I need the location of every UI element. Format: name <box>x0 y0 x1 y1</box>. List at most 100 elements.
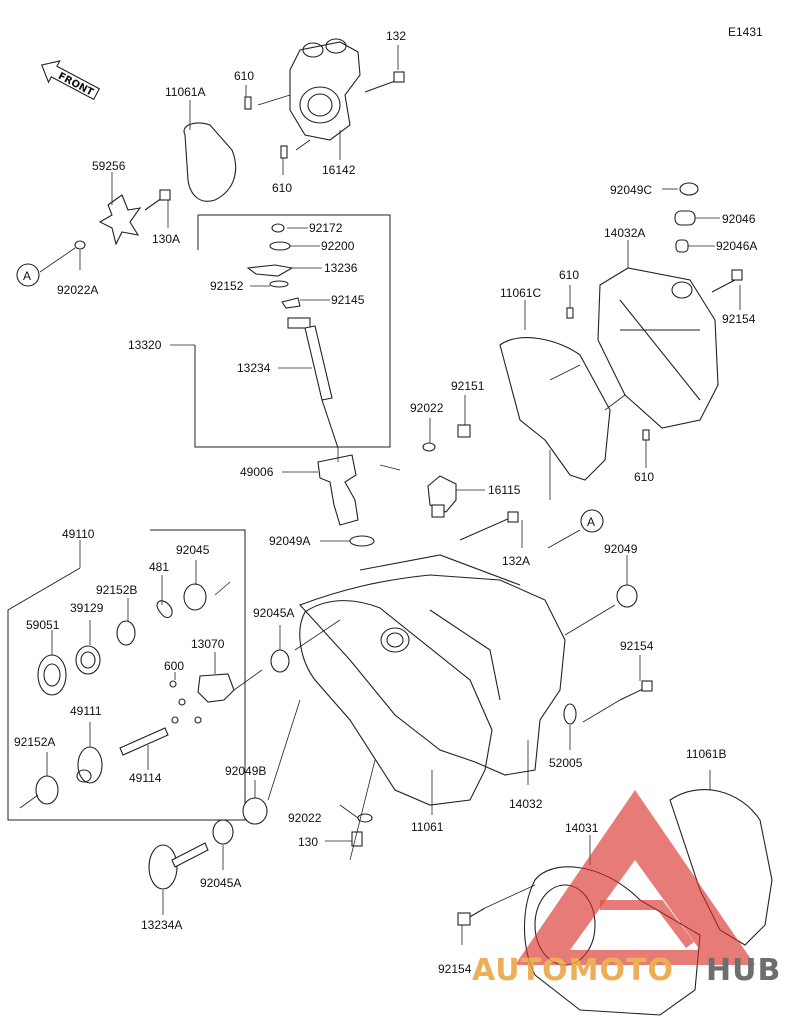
shaft-13234 <box>287 317 339 449</box>
group-box-13320 <box>194 214 391 448</box>
watermark-triangle-icon <box>515 790 755 965</box>
label-92152: 92152 <box>210 279 244 293</box>
label-52005: 52005 <box>549 756 583 770</box>
label-92045: 92045 <box>176 543 210 557</box>
gear-13234A <box>148 842 209 890</box>
watermark-text-right: HUB <box>706 953 781 988</box>
label-13070: 13070 <box>191 637 225 651</box>
label-132: 132 <box>386 29 406 43</box>
part-labels: 132 610 11061A 16142 610 59256 130 A 9202… <box>14 29 757 976</box>
label-92152B: 92152B <box>96 583 137 597</box>
reference-marker-a-mid-label: A <box>587 515 595 529</box>
bearing-92046 <box>674 210 696 226</box>
front-label: FRONT <box>56 71 95 99</box>
leader-lines <box>19 45 741 945</box>
plug-92151 <box>457 424 471 438</box>
dowel-610-lower <box>280 145 288 159</box>
washer-92022-upper <box>422 442 436 452</box>
reference-marker-a-mid <box>580 509 604 533</box>
label-610-b: 610 <box>272 181 292 195</box>
circlip-481 <box>156 600 173 619</box>
label-49114: 49114 <box>129 771 162 785</box>
hub-49111 <box>76 746 103 784</box>
label-130: 130 <box>298 835 318 849</box>
label-13234A: 13234A <box>141 918 182 932</box>
label-11061A: 11061A <box>165 85 205 99</box>
label-92152A: 92152A <box>14 735 55 749</box>
label-92022-upper: 92022 <box>410 401 444 415</box>
front-arrow-icon: FRONT <box>40 60 101 101</box>
label-16115: 16115 <box>488 483 521 497</box>
seal-92045A-lower <box>212 819 234 845</box>
housing-49006 <box>317 454 359 526</box>
label-13236: 13236 <box>324 261 358 275</box>
label-92200: 92200 <box>321 239 355 253</box>
label-49111: 49111 <box>70 704 102 718</box>
bolt-130A <box>144 189 171 211</box>
right-engine-cover-14032 <box>299 554 566 776</box>
label-610-d: 610 <box>634 470 654 484</box>
dowel-610-upper <box>244 96 252 110</box>
small-parts-13320 <box>246 223 301 309</box>
rotor-13070 <box>197 673 235 703</box>
label-92022-lower: 92022 <box>288 811 322 825</box>
washer-92022A <box>74 240 86 250</box>
dowel-610-c <box>566 307 574 319</box>
label-92154-upper: 92154 <box>722 312 756 326</box>
label-11061C: 11061C <box>500 286 541 300</box>
label-59051: 59051 <box>26 618 60 632</box>
seal-92045A-upper <box>270 649 290 673</box>
label-92022A: 92022A <box>57 283 98 297</box>
dowel-610-d <box>642 429 650 441</box>
label-92045A-upper: 92045A <box>253 606 294 620</box>
label-16142: 16142 <box>322 163 356 177</box>
label-59256: 59256 <box>92 159 126 173</box>
bolt-130 <box>351 831 363 847</box>
bushing-92046A <box>675 239 689 253</box>
gasket-11061A <box>183 122 237 202</box>
label-13320: 13320 <box>128 338 162 352</box>
label-610-c: 610 <box>559 268 579 282</box>
washer-92152B <box>116 620 136 646</box>
bearing-92049B <box>242 797 268 825</box>
reference-marker-a-left-label: A <box>23 269 31 283</box>
gasket-11061C <box>499 337 611 481</box>
label-92049B: 92049B <box>225 764 266 778</box>
label-49110: 49110 <box>62 527 95 541</box>
water-pump-cover <box>289 38 361 141</box>
bolt-92154-lower <box>457 907 486 926</box>
bolt-92154-upper <box>711 269 743 293</box>
label-49006: 49006 <box>240 465 274 479</box>
seal-92049C <box>679 182 699 196</box>
gasket-11061 <box>299 600 493 806</box>
label-92046: 92046 <box>722 212 756 226</box>
label-13234: 13234 <box>237 361 271 375</box>
reference-marker-a-left <box>16 263 40 287</box>
label-14032: 14032 <box>509 797 543 811</box>
balls-600 <box>169 680 202 724</box>
oring-92049A <box>349 535 375 547</box>
label-132A: 132A <box>502 554 530 568</box>
label-92145: 92145 <box>331 293 365 307</box>
bolt-132A <box>459 511 519 541</box>
seal-92049 <box>616 584 638 608</box>
label-92046A: 92046A <box>716 239 757 253</box>
shaft-49114 <box>119 727 169 756</box>
watermark-logo: AUTOMOTO HUB <box>472 790 781 988</box>
oring-52005 <box>563 703 577 725</box>
label-92049C: 92049C <box>610 183 652 197</box>
label-92049: 92049 <box>604 542 638 556</box>
diagram-code: E1431 <box>728 25 763 39</box>
label-92045A-lower: 92045A <box>200 876 241 890</box>
cover-14032A <box>597 267 719 429</box>
label-92049A: 92049A <box>269 534 310 548</box>
label-14031: 14031 <box>565 821 599 835</box>
label-481: 481 <box>149 560 169 574</box>
gasket-11061B <box>669 789 773 946</box>
watermark-text-left: AUTOMOTO <box>472 953 674 988</box>
gear-59051 <box>37 654 67 696</box>
bolt-92154-right <box>619 680 653 701</box>
seal-92152A <box>35 775 59 805</box>
label-14032A: 14032A <box>604 226 645 240</box>
